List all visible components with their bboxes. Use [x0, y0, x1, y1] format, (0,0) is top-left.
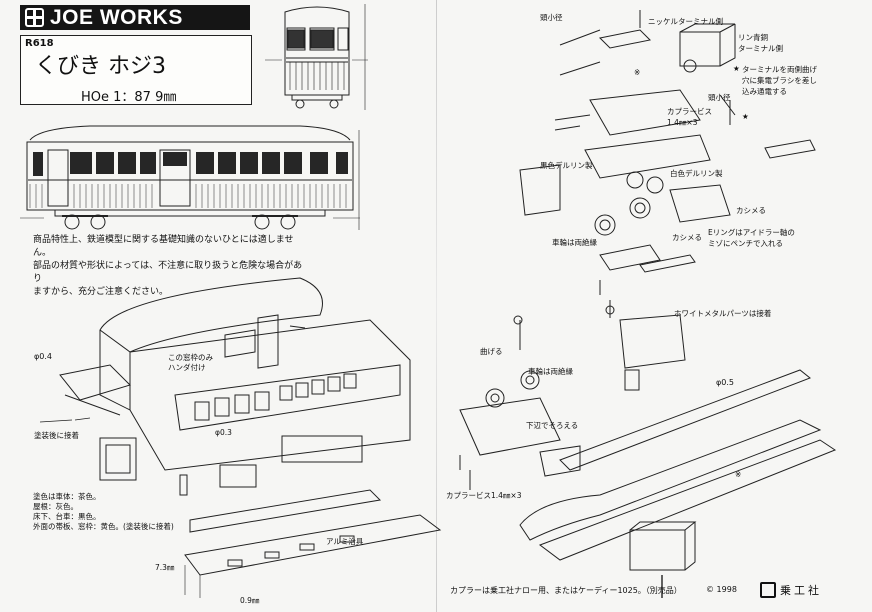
- caution-line: 部品の材質や形状によっては、不注意に取り扱うと危険な場合があり: [33, 261, 303, 284]
- color-line: 屋根：灰色。: [33, 502, 78, 511]
- product-title: くびき ホジ3: [35, 54, 166, 79]
- label-white-delrin: 白色デルリン製: [670, 169, 723, 178]
- label-coupler-screw-top: カプラービス: [667, 107, 712, 116]
- label-head-small-1: 頭小径: [540, 13, 563, 22]
- label-window-frame-2: ハンダ付け: [168, 363, 206, 372]
- label-wheel-insulated-2: 車輪は両絶縁: [528, 367, 573, 376]
- title-box: R618 くびき ホジ3 HOe 1：87 9㎜: [20, 35, 252, 105]
- color-line: 塗色は車体：茶色。: [33, 492, 101, 501]
- company-name: 乗工社: [780, 584, 822, 597]
- brand-mark-icon: [25, 8, 44, 27]
- caution-note: 商品特性上、鉄道模型に関する基礎知識のないひとには適しません。 部品の材質や形状…: [33, 234, 303, 299]
- scale-line: HOe 1：87 9㎜: [81, 90, 177, 105]
- model-code: R618: [25, 38, 54, 49]
- color-line: 外面の帯板、窓枠：黄色。(塗装後に接着): [33, 522, 174, 531]
- caution-line: 商品特性上、鉄道模型に関する基礎知識のないひとには適しません。: [33, 235, 294, 258]
- brand-name: JOE WORKS: [50, 5, 183, 29]
- label-phosphor-1: リン青銅: [738, 33, 768, 42]
- label-phi04: φ0.4: [34, 352, 52, 361]
- label-e-ring-2: ミゾにペンチで入れる: [708, 239, 783, 248]
- star-mark-1: ★: [733, 64, 740, 73]
- company-mark-icon: [760, 582, 776, 598]
- copyright: © 1998: [706, 585, 737, 594]
- label-wheel-insulated-1: 車輪は両絶縁: [552, 238, 597, 247]
- label-dim-09: 0.9㎜: [240, 596, 260, 605]
- label-alumi-jig: アルミ治具: [326, 537, 364, 546]
- underframe-exploded-drawing: [459, 300, 837, 598]
- label-e-ring-1: Eリングはアイドラー軸の: [708, 228, 795, 237]
- label-kashimeru-2: カシメる: [672, 233, 702, 242]
- caution-line: ますから、充分ご注意ください。: [33, 287, 169, 297]
- label-terminal-1: ターミナルを両側曲げ: [742, 65, 817, 74]
- star-mark-2: ★: [742, 112, 749, 121]
- kome-mark-1: ※: [634, 68, 641, 77]
- label-white-metal: ホワイトメタルパーツは接着: [674, 309, 772, 318]
- label-coupler-size-top: 1.4㎜×3: [667, 118, 698, 127]
- label-coupler-screw-bottom: カプラービス1.4㎜×3: [446, 491, 522, 500]
- label-window-frame-1: この窓枠のみ: [168, 353, 213, 362]
- kome-mark-2: ※: [735, 470, 742, 479]
- label-phi05: φ0.5: [716, 378, 734, 387]
- label-phosphor-2: ターミナル側: [738, 44, 783, 53]
- motor-exploded-drawing: [519, 10, 816, 295]
- label-terminal-3: 込み通電する: [742, 87, 787, 96]
- label-kashimeru-1: カシメる: [736, 206, 766, 215]
- coupler-note: カプラーは乗工社ナロー用、またはケーディー1025。（別売品）: [450, 586, 682, 595]
- label-terminal-2: 穴に集電ブラシを差し: [742, 76, 817, 85]
- label-after-paint: 塗装後に接着: [34, 431, 79, 440]
- label-bend: 曲げる: [480, 347, 503, 356]
- label-head-small-2: 頭小径: [708, 93, 731, 102]
- side-view-drawing: [20, 125, 360, 230]
- label-phi03: φ0.3: [215, 428, 232, 437]
- label-dim-73: 7.3㎜: [155, 563, 175, 572]
- label-nickel-terminal: ニッケルターミナル側: [648, 17, 723, 26]
- end-view-drawing: [265, 4, 368, 110]
- label-align-bottom: 下辺でそろえる: [526, 421, 579, 430]
- color-spec: 塗色は車体：茶色。 屋根：灰色。 床下、台車：黒色。 外面の帯板、窓枠：黄色。(…: [33, 492, 174, 532]
- brand-logo: JOE WORKS: [20, 5, 250, 30]
- body-exploded-drawing: [39, 277, 442, 598]
- label-black-delrin: 黒色デルリン製: [540, 161, 593, 170]
- page-fold: [436, 0, 437, 612]
- color-line: 床下、台車：黒色。: [33, 512, 101, 521]
